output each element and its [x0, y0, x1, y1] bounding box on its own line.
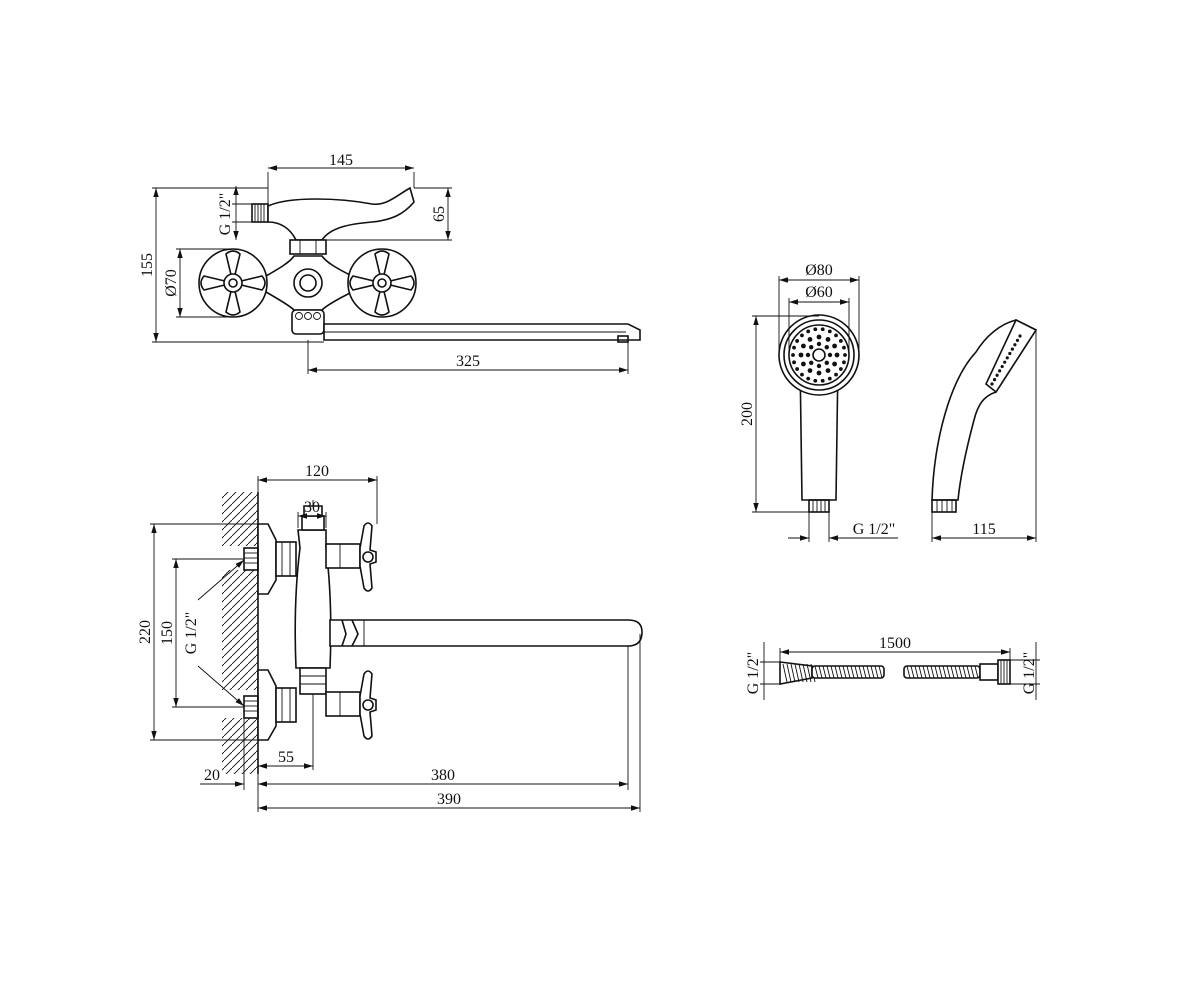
shower-head-side	[931, 318, 1038, 513]
dim-d70-label: Ø70	[163, 269, 180, 297]
dim-55: 55	[258, 694, 314, 770]
dim-115: 115	[931, 330, 1037, 542]
dim-65: 65	[326, 187, 452, 241]
spout-base	[291, 309, 325, 335]
shower-head-views: Ø80 Ø60 200 G 1/2" 115	[739, 262, 1038, 542]
hose-left-segment	[811, 665, 885, 679]
dim-g12-top-label: G 1/2"	[217, 193, 234, 236]
dim-65-label: 65	[431, 206, 448, 222]
dim-g12-top: G 1/2"	[217, 186, 252, 240]
shower-head-front	[778, 314, 860, 513]
front-view: 120 30 220 150 G 1/2"	[137, 463, 643, 812]
dim-30: 30	[297, 499, 327, 528]
dim-20-label: 20	[204, 767, 220, 784]
dim-145: 145	[267, 152, 415, 204]
upper-flange	[257, 523, 277, 595]
dim-380: 380	[257, 646, 629, 812]
dim-1500: 1500	[779, 635, 1011, 662]
long-spout	[329, 619, 643, 647]
wall-hatch-bottom	[222, 718, 258, 774]
lower-cross-handle	[359, 670, 377, 740]
dim-g12-shower: G 1/2"	[788, 512, 898, 542]
dim-150-label: 150	[159, 621, 176, 645]
dim-380-label: 380	[431, 767, 455, 784]
dim-220-label: 220	[137, 620, 154, 644]
dim-g12-front: G 1/2"	[183, 559, 245, 707]
left-valve-handle	[198, 248, 268, 318]
inlet-thread	[251, 203, 269, 223]
dim-145-label: 145	[329, 152, 353, 169]
lower-flange	[257, 669, 277, 741]
dim-120: 120	[257, 463, 378, 524]
dim-200-label: 200	[739, 402, 756, 426]
dim-115-label: 115	[972, 521, 995, 538]
dim-155-label: 155	[139, 253, 156, 277]
dim-g12-shower-label: G 1/2"	[853, 521, 896, 538]
top-view: 145 65 G 1/2" 155 Ø70	[139, 152, 641, 374]
dim-30-label: 30	[304, 499, 320, 516]
dim-d70: Ø70	[163, 248, 233, 318]
wall-hatch-top	[222, 492, 258, 546]
wall-hatch-mid	[222, 570, 258, 690]
upper-cross-handle	[359, 522, 377, 592]
dim-120-label: 120	[305, 463, 329, 480]
dim-d80-label: Ø80	[805, 262, 833, 279]
dim-d60: Ø60	[788, 284, 850, 355]
dim-155: 155	[139, 187, 324, 343]
dim-g12-hose-left-label: G 1/2"	[745, 652, 762, 695]
dim-g12-hose-right-label: G 1/2"	[1021, 652, 1038, 695]
right-valve-handle	[347, 248, 417, 318]
dim-g12-front-label: G 1/2"	[183, 612, 200, 655]
dim-1500-label: 1500	[879, 635, 911, 652]
dim-150: 150	[159, 558, 244, 708]
dim-d60-label: Ø60	[805, 284, 833, 301]
dim-390: 390	[258, 634, 641, 812]
dim-g12-hose-left: G 1/2"	[745, 642, 780, 700]
lever-handle	[267, 186, 415, 241]
dim-390-label: 390	[437, 791, 461, 808]
dim-325-label: 325	[456, 353, 480, 370]
dim-g12-hose-right: G 1/2"	[1010, 642, 1040, 700]
shower-hose: 1500 G 1/2" G 1/2"	[745, 635, 1040, 700]
dim-200: 200	[739, 315, 819, 513]
dim-55-label: 55	[278, 749, 294, 766]
body-neck	[289, 239, 327, 255]
dim-220: 220	[137, 523, 258, 741]
dim-325: 325	[307, 340, 629, 374]
hose-right-nut	[979, 663, 999, 681]
dim-d80: Ø80	[778, 262, 860, 355]
